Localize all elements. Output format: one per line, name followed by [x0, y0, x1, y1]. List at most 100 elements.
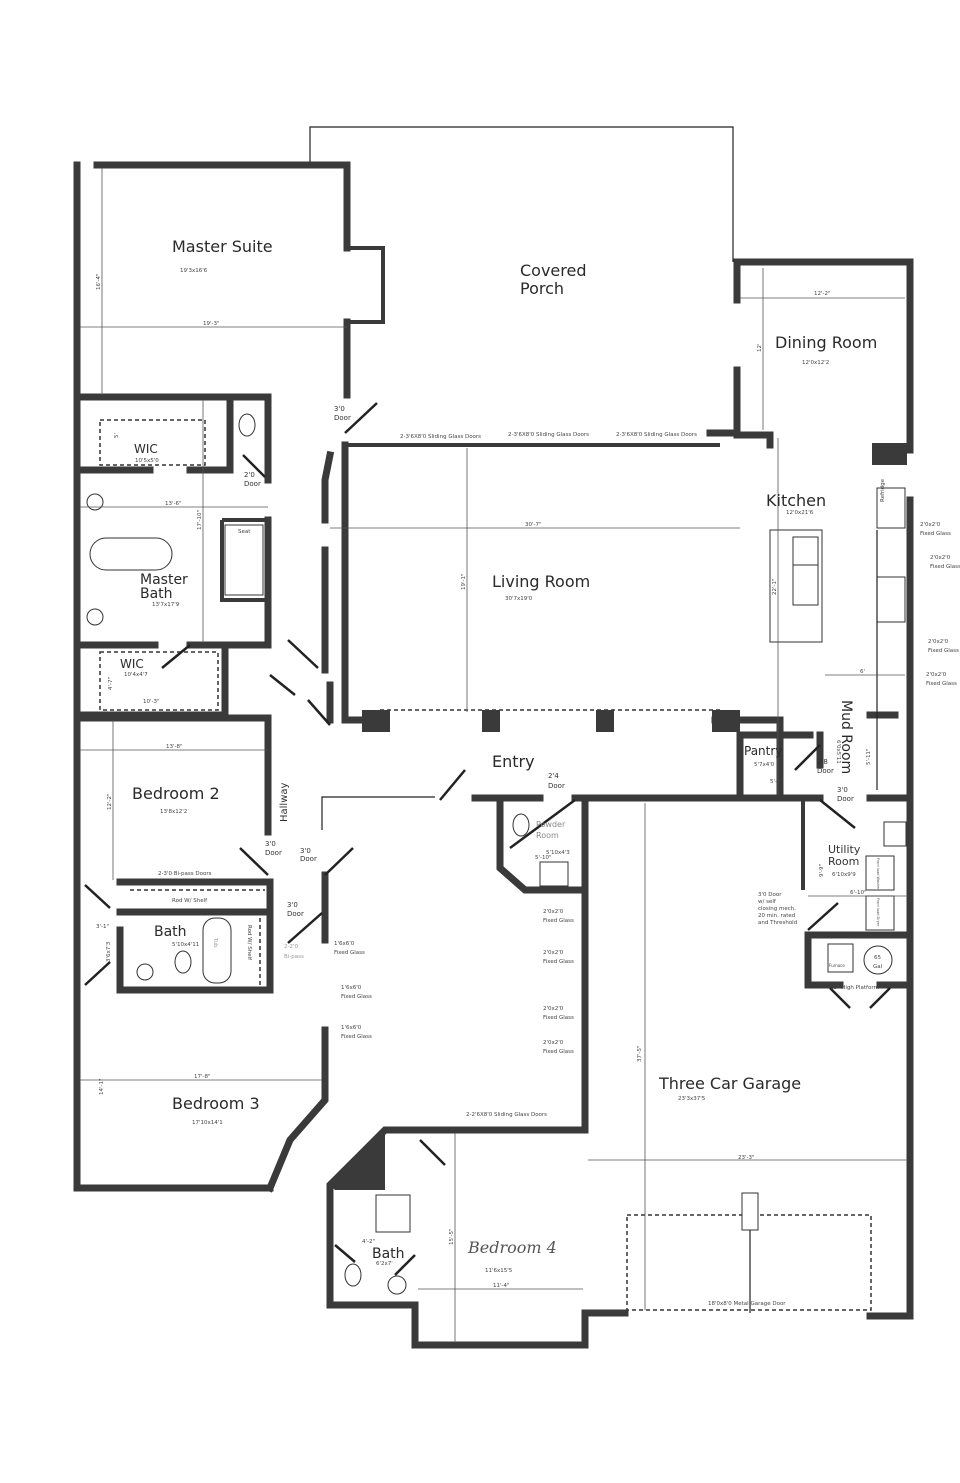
- door-swing: [307, 699, 331, 726]
- seat-label: Seat: [238, 529, 251, 535]
- washer-label: Front load Washer: [876, 858, 880, 890]
- stove-icon: [876, 576, 906, 623]
- sink-icon: [86, 493, 104, 511]
- shower-wall: [220, 518, 270, 602]
- room-size: 13'8x12'2: [160, 809, 187, 815]
- column: [596, 710, 614, 732]
- room-size: 17'10x14'1: [192, 1120, 223, 1126]
- dimension-label: 4'-2": [362, 1239, 375, 1245]
- entry-half-wall: [321, 796, 435, 830]
- shower-icon: [224, 524, 264, 596]
- room-name-covered-porch: Covered: [520, 261, 587, 280]
- platform-label: 18" High Platform: [830, 985, 879, 991]
- wall: [186, 396, 234, 474]
- window-label: Fixed Glass: [920, 531, 951, 537]
- wall: [76, 714, 272, 836]
- garage-opener-icon: [741, 1192, 759, 1231]
- walls: [73, 161, 914, 1349]
- water-heater-icon: [863, 945, 893, 975]
- room-name-master-bath: Bath: [140, 586, 173, 602]
- door-swing: [344, 402, 378, 434]
- rod-shelf-label: Rod W/ Shelf: [172, 898, 208, 904]
- door-swing: [287, 912, 323, 944]
- window-label: 2'0x2'0: [543, 909, 564, 915]
- door-swing: [509, 798, 576, 850]
- sink-icon: [387, 1275, 407, 1295]
- closet-shelves: [99, 419, 872, 1311]
- window-label: 2'0x2'0: [928, 639, 949, 645]
- sink-icon: [136, 963, 154, 981]
- room-size: 10'5x5'0: [135, 458, 159, 464]
- toilet-icon: [238, 413, 256, 437]
- door-swing: [269, 674, 296, 696]
- dimension-label: 30'-7": [525, 522, 542, 528]
- garage-door-note: and Threshold: [758, 920, 797, 926]
- tub-label: Tub: [212, 937, 218, 948]
- window-label: Fixed Glass: [341, 1034, 372, 1040]
- dimension-label: 22'-1": [772, 578, 778, 595]
- room-size: 11'6x15'5: [485, 1268, 513, 1274]
- room-name-powder-room: Powder: [536, 820, 566, 829]
- door-swing: [334, 1244, 356, 1263]
- room-name-three-car-garage: Three Car Garage: [658, 1074, 801, 1093]
- dimension-label: 5'-10": [535, 855, 552, 861]
- room-size: 5'10x4'3: [546, 850, 570, 856]
- chimney-block: [872, 443, 907, 465]
- dimension-label: 6': [860, 669, 865, 675]
- door-label: 3'0: [837, 786, 848, 794]
- room-name-bedroom-4: Bedroom 4: [467, 1238, 557, 1257]
- sliding-door-label: 2-3'6X8'0 Sliding Glass Doors: [616, 432, 697, 438]
- dimension-label: 13'-6": [165, 501, 182, 507]
- window-label: 2'0x2'0: [543, 950, 564, 956]
- dimension-label: 5'-11": [866, 748, 872, 765]
- column: [362, 710, 390, 732]
- wall: [804, 931, 844, 989]
- bipass-door-label: 2-2'0: [284, 944, 298, 950]
- room-name-bedroom-3: Bedroom 3: [172, 1094, 260, 1113]
- door-label: 2'0: [244, 471, 255, 479]
- sliding-door-label: 2-3'6X8'0 Sliding Glass Doors: [508, 432, 589, 438]
- window-label: 2'0x2'0: [920, 522, 941, 528]
- dimension-label: 19'-3": [203, 321, 220, 327]
- wall: [73, 161, 274, 1192]
- door-swing: [807, 902, 839, 931]
- wall: [347, 246, 385, 324]
- wall: [866, 496, 914, 1320]
- column: [482, 710, 500, 732]
- sink-icon: [539, 861, 569, 887]
- wall: [496, 796, 589, 1134]
- dimension-label: 6'-10": [850, 890, 867, 896]
- room-size: 13'7x17'9: [152, 602, 180, 608]
- toilet-icon: [174, 950, 192, 974]
- dishwasher-icon: [792, 536, 819, 566]
- closet-shelf: [99, 651, 219, 711]
- annotations: 3'0 Door 2'0 Door 2'4 Door 2'8 Door 3'0 …: [158, 405, 960, 1307]
- door-label: 2'8: [817, 758, 828, 766]
- water-heater-label: Gal: [873, 964, 883, 970]
- bipass-door-label: 2-3'0 Bi-pass Doors: [158, 871, 212, 877]
- window-label: Fixed Glass: [928, 648, 959, 654]
- room-size: 6'0x5'11: [835, 740, 841, 764]
- door-swing: [394, 1254, 416, 1276]
- door-label: Door: [817, 767, 834, 775]
- wall: [733, 258, 914, 454]
- window-label: 2'0x2'0: [543, 1040, 564, 1046]
- door-label: 3'0: [334, 405, 345, 413]
- washer-icon: [865, 855, 895, 891]
- garage-door-note: w/ self: [758, 899, 777, 905]
- room-size: 19'3x16'6: [180, 268, 208, 274]
- room-name-bath: Bath: [154, 924, 187, 940]
- furnace-icon: [827, 943, 854, 973]
- door-swing: [794, 744, 821, 771]
- room-size: 30'7x19'0: [505, 596, 533, 602]
- window-label: 1'6x6'0: [334, 941, 355, 947]
- garage-door-note: 20 min. rated: [758, 913, 795, 919]
- garage-door-note: closing mech.: [758, 906, 796, 912]
- dimension-label: 17'-8": [194, 1074, 211, 1080]
- room-name-kitchen: Kitchen: [766, 491, 826, 510]
- room-name-powder-room: Room: [536, 831, 559, 840]
- door-swing: [242, 454, 266, 478]
- room-name-master-suite: Master Suite: [172, 237, 273, 256]
- door-swing: [324, 847, 354, 876]
- room-name-covered-porch: Porch: [520, 279, 564, 298]
